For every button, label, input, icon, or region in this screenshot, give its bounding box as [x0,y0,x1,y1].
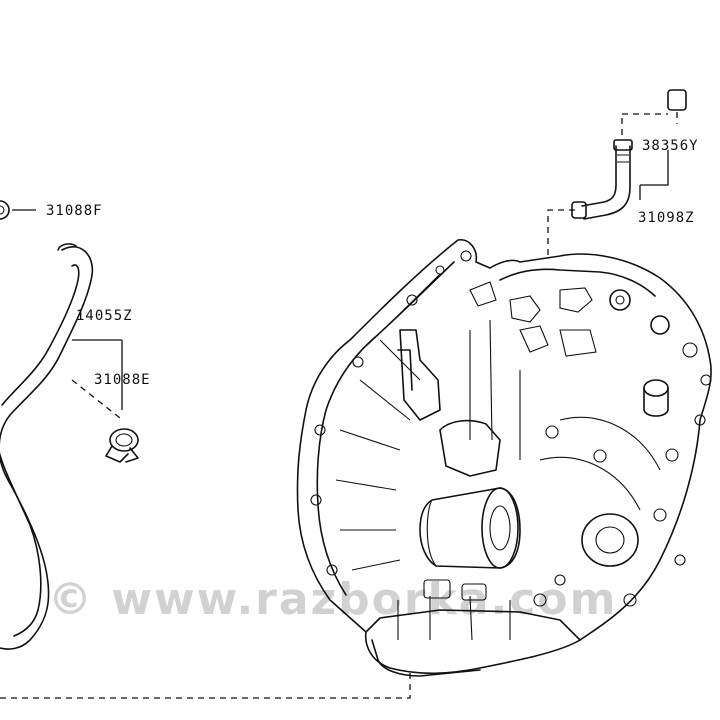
clip-31088f [0,200,36,220]
part-label-31098z: 31098Z [638,210,695,226]
part-label-14055z: 14055Z [76,308,133,324]
clip-31088e [105,428,139,463]
leader-14055z [72,339,123,410]
part-label-31088f: 31088F [46,203,103,219]
cap-38356y [667,89,687,124]
watermark: © www.razborka.com [48,574,617,625]
part-label-38356y: 38356Y [642,138,699,154]
leader-bottom [0,670,411,699]
oil-filter [419,487,521,569]
transmission-assembly [296,239,712,677]
breather-tube-31098z [571,118,633,220]
leader-tube-to-transmission [547,209,575,258]
hose-14055z [0,243,94,650]
leader-31098z [639,150,669,200]
part-label-31088e: 31088E [94,372,151,388]
